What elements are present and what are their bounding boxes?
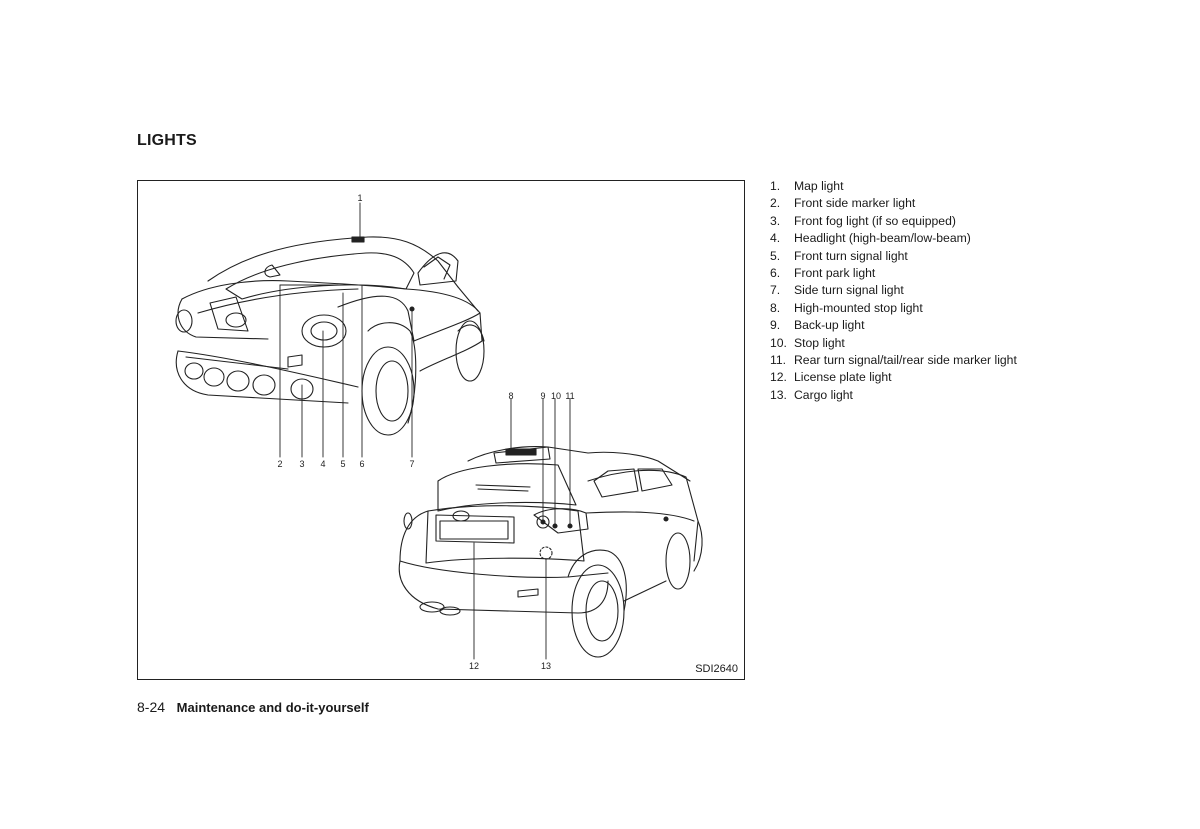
callout-lines xyxy=(279,202,571,660)
page-number: 8-24 xyxy=(137,699,166,715)
section-title: Maintenance and do-it-yourself xyxy=(176,700,369,715)
legend-label: Back-up light xyxy=(794,318,865,333)
callout-4: 4 xyxy=(320,459,325,469)
lights-figure: 1 2 3 4 5 6 7 8 9 10 11 12 13 SDI2640 xyxy=(137,180,745,680)
legend-item: 12. License plate light xyxy=(770,369,1017,386)
legend-label: High-mounted stop light xyxy=(794,300,923,315)
legend-number: 3. xyxy=(770,213,781,228)
legend-label: Map light xyxy=(794,179,844,193)
legend-label: Front turn signal light xyxy=(794,248,908,263)
legend-item: 7. Side turn signal light xyxy=(770,282,1017,299)
legend-number: 4. xyxy=(770,231,781,246)
legend-number: 8. xyxy=(770,300,781,315)
legend-item: 4. Headlight (high-beam/low-beam) xyxy=(770,230,1017,247)
legend-label: Rear turn signal/tail/rear side marker l… xyxy=(794,353,1017,368)
callout-8: 8 xyxy=(508,391,513,401)
legend-number: 7. xyxy=(770,283,781,298)
legend-label: Front fog light (if so equipped) xyxy=(794,213,956,228)
callout-numbers: 1 2 3 4 5 6 7 8 9 10 11 12 13 xyxy=(277,193,574,671)
legend-item: 10. Stop light xyxy=(770,335,1017,352)
callout-11: 11 xyxy=(565,391,574,401)
legend-number: 2. xyxy=(770,196,781,211)
legend-item: 9. Back-up light xyxy=(770,317,1017,334)
legend-label: Stop light xyxy=(794,335,845,350)
legend-item: 2. Front side marker light xyxy=(770,195,1017,212)
callout-9: 9 xyxy=(540,391,545,401)
lights-legend: 1. Map light 2. Front side marker light 3.… xyxy=(770,178,1017,404)
callout-10: 10 xyxy=(551,391,561,401)
page-title: LIGHTS xyxy=(137,132,197,149)
rear-car-drawing xyxy=(398,446,703,658)
callout-13: 13 xyxy=(541,661,551,671)
legend-item: 11. Rear turn signal/tail/rear side marke… xyxy=(770,352,1017,369)
callout-5: 5 xyxy=(340,459,345,469)
callout-7: 7 xyxy=(409,459,414,469)
legend-item: 6. Front park light xyxy=(770,265,1017,282)
legend-number: 9. xyxy=(770,318,781,333)
legend-number: 10. xyxy=(770,335,787,350)
page-footer: 8-24 Maintenance and do-it-yourself xyxy=(137,699,369,715)
legend-item: 3. Front fog light (if so equipped) xyxy=(770,213,1017,230)
callout-3: 3 xyxy=(299,459,304,469)
figure-code: SDI2640 xyxy=(695,663,738,675)
legend-number: 13. xyxy=(770,387,787,402)
legend-number: 12. xyxy=(770,370,787,385)
legend-number: 11. xyxy=(770,353,787,368)
legend-number: 6. xyxy=(770,266,781,281)
legend-label: License plate light xyxy=(794,370,892,385)
legend-label: Headlight (high-beam/low-beam) xyxy=(794,231,971,246)
legend-item: 13. Cargo light xyxy=(770,387,1017,404)
legend-item: 5. Front turn signal light xyxy=(770,248,1017,265)
callout-12: 12 xyxy=(469,661,479,671)
legend-item: 8. High-mounted stop light xyxy=(770,300,1017,317)
front-car-drawing xyxy=(175,236,485,436)
callout-2: 2 xyxy=(277,459,282,469)
legend-number: 1. xyxy=(770,179,781,193)
legend-item: 1. Map light xyxy=(770,178,1017,195)
car-illustration: 1 2 3 4 5 6 7 8 9 10 11 12 13 xyxy=(175,193,703,671)
legend-label: Front side marker light xyxy=(794,196,916,211)
legend-number: 5. xyxy=(770,248,781,263)
callout-1: 1 xyxy=(357,193,362,203)
legend-label: Front park light xyxy=(794,266,876,281)
callout-6: 6 xyxy=(359,459,364,469)
legend-label: Side turn signal light xyxy=(794,283,904,298)
legend-label: Cargo light xyxy=(794,387,853,402)
